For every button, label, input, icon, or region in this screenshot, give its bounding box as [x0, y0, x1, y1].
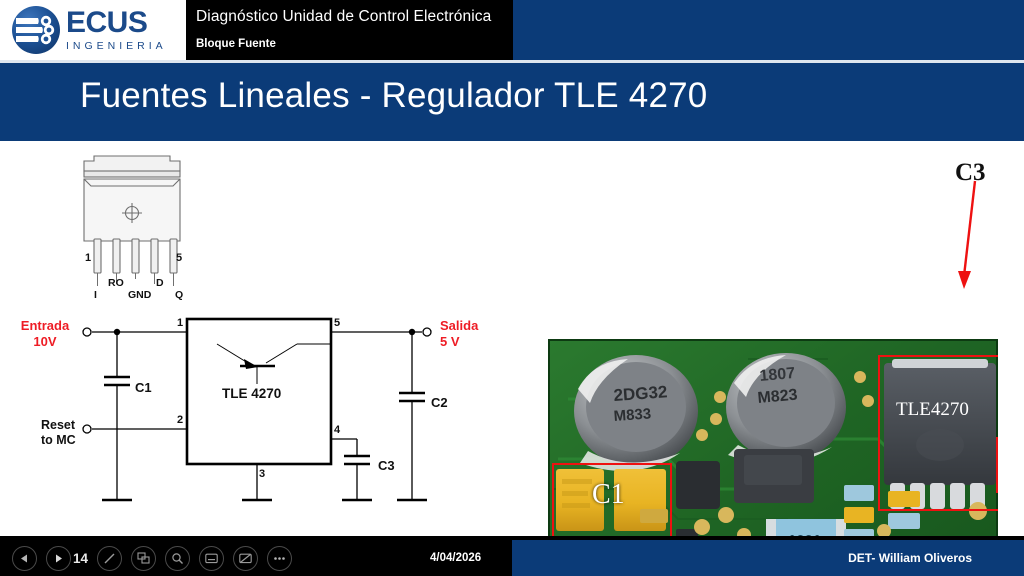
subtitle-icon — [205, 553, 218, 563]
ellipsis-icon — [274, 556, 285, 560]
schematic-pin-2: 2 — [177, 414, 184, 426]
slide-date: 4/04/2026 — [430, 552, 482, 564]
input-label-line2: 10V — [33, 334, 57, 349]
ecus-logo-icon — [12, 6, 60, 54]
next-slide-button[interactable]: 14 — [46, 545, 89, 571]
pcb-callout-box-regulator — [878, 355, 998, 511]
pcb-callout-overlay: C1 C2 TLE4270 — [548, 339, 998, 576]
svg-text:1807: 1807 — [759, 365, 796, 385]
logo-secondary-text: INGENIERIA — [66, 40, 167, 53]
previous-arrow-icon — [21, 554, 27, 562]
pcb-label-c1: C1 — [592, 479, 625, 510]
output-label-line2: 5 V — [440, 334, 460, 349]
package-pin-label-gnd: GND — [128, 289, 152, 301]
all-slides-button[interactable] — [131, 545, 157, 571]
package-pin-1-number: 1 — [85, 252, 92, 264]
input-label-line1: Entrada — [20, 318, 70, 333]
svg-text:M823: M823 — [757, 387, 798, 407]
tle4270-application-schematic — [82, 317, 432, 502]
output-label-line1: Salida — [440, 318, 479, 333]
package-pin-label-d: D — [156, 277, 164, 289]
package-pin-label-q: Q — [175, 289, 184, 301]
schematic-pin-1: 1 — [177, 317, 184, 329]
next-arrow-circle — [46, 545, 71, 571]
slide-author: DET- William Oliveros — [848, 551, 972, 565]
pcb-callout-box-c3 — [996, 437, 998, 493]
package-pin-label-i: I — [94, 289, 97, 301]
pcb-label-c3: C3 — [955, 159, 986, 186]
slide-title: Fuentes Lineales - Regulador TLE 4270 — [80, 76, 708, 115]
reset-label-line1: Reset — [41, 418, 76, 432]
schematic-pin-4: 4 — [334, 424, 341, 436]
svg-text:2DG32: 2DG32 — [613, 382, 668, 405]
ecus-logo-wordmark: ECUS INGENIERIA — [66, 8, 167, 52]
previous-slide-button[interactable] — [12, 545, 37, 571]
magnifier-icon — [172, 552, 184, 564]
more-options-button[interactable] — [267, 545, 293, 571]
schematic-c1-label: C1 — [135, 380, 152, 395]
reset-label-line2: to MC — [41, 433, 76, 447]
slideshow-toolbar[interactable]: 14 — [12, 545, 293, 571]
header-divider — [0, 60, 1024, 63]
course-title: Diagnóstico Unidad de Control Electrónic… — [196, 8, 492, 25]
svg-text:M833: M833 — [613, 405, 652, 425]
schematic-pin-5: 5 — [334, 317, 341, 329]
package-pin-label-ro: RO — [108, 277, 124, 289]
screen-off-icon — [239, 553, 252, 563]
schematic-ic-label: TLE 4270 — [222, 386, 282, 401]
schematic-pin-3: 3 — [259, 468, 266, 480]
footer-blue-band — [512, 540, 1024, 576]
next-arrow-icon — [56, 554, 62, 562]
c3-callout-arrow — [958, 180, 977, 289]
subtitles-button[interactable] — [199, 545, 225, 571]
package-pin-5-number: 5 — [176, 252, 183, 264]
pcb-label-regulator: TLE4270 — [896, 399, 969, 420]
section-label: Bloque Fuente — [196, 38, 276, 50]
schematic-c2-label: C2 — [431, 395, 448, 410]
grid-slides-icon — [137, 551, 150, 564]
slide-body: 1 5 I RO GND D Q — [0, 141, 1024, 576]
zoom-slide-button[interactable] — [165, 545, 191, 571]
header-black-panel — [186, 0, 513, 60]
pen-tool-button[interactable] — [97, 545, 123, 571]
tle4270-to220-package — [83, 155, 181, 286]
schematic-c3-label: C3 — [378, 458, 395, 473]
slide-number: 14 — [73, 550, 89, 566]
black-screen-button[interactable] — [233, 545, 259, 571]
pen-icon — [104, 553, 115, 563]
logo-primary-text: ECUS — [66, 6, 148, 40]
title-band — [0, 63, 1024, 141]
ecus-logo: ECUS INGENIERIA — [0, 0, 186, 60]
